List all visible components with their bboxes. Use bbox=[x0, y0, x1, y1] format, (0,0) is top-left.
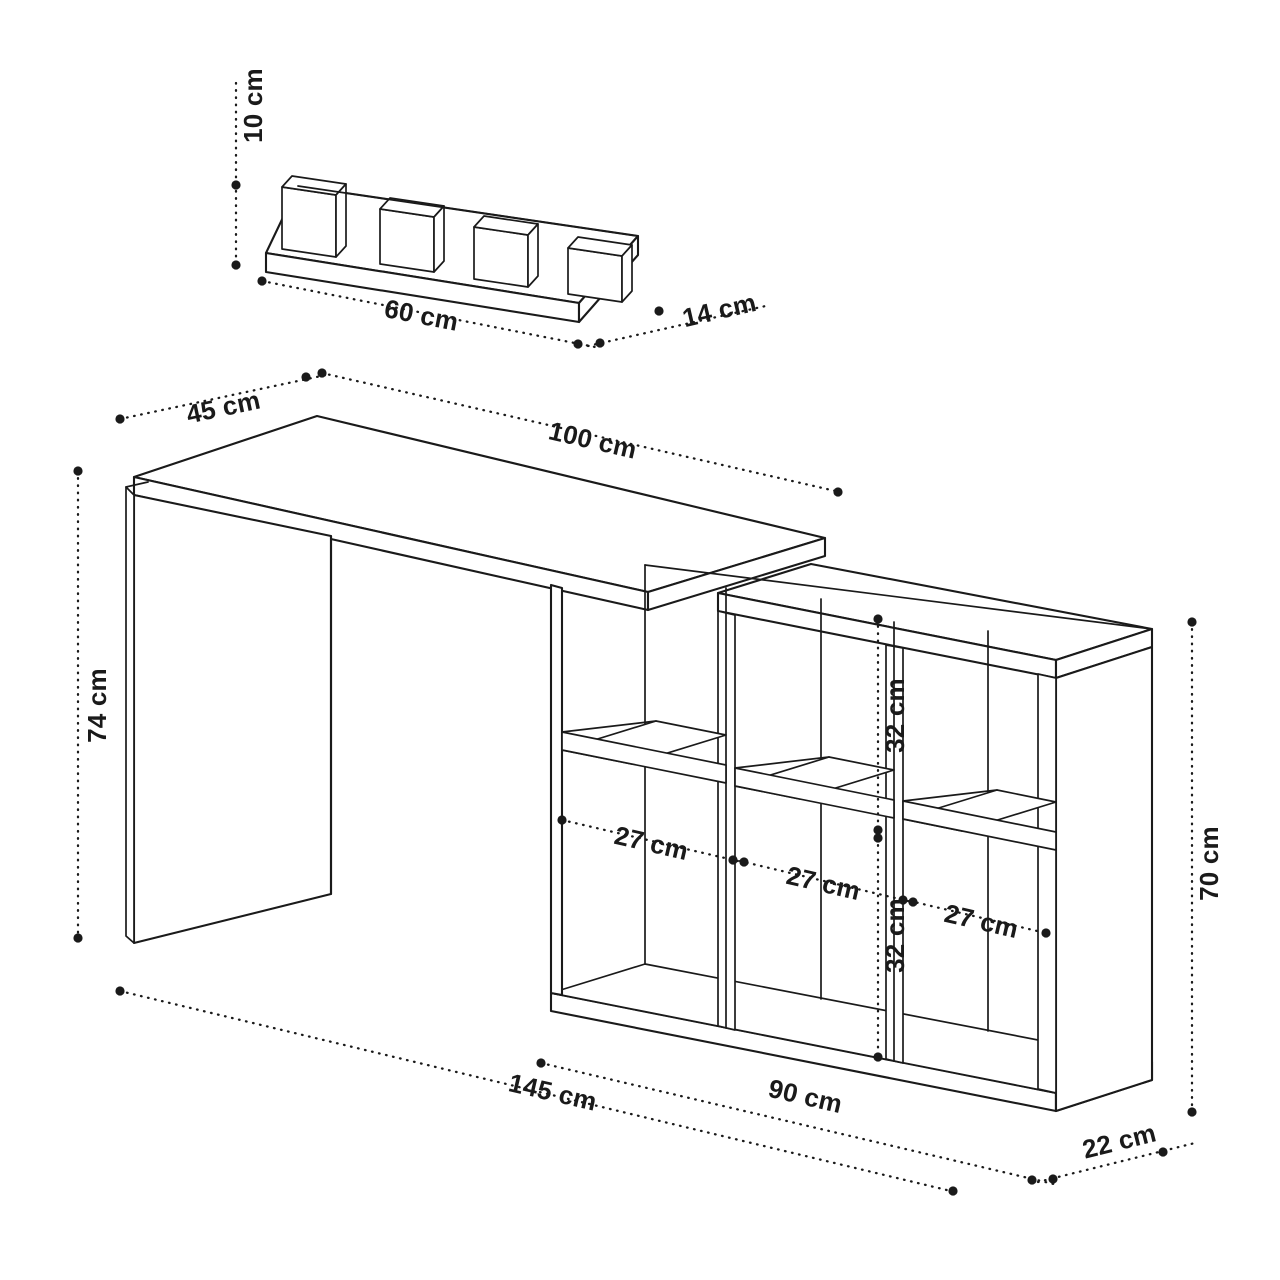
dimline-cubby-width-center bbox=[738, 859, 914, 904]
desk-side-panel-edge bbox=[125, 486, 135, 944]
desk-part bbox=[125, 414, 827, 945]
label-bookcase-height: 70 cm bbox=[1193, 826, 1224, 901]
dimdot-bookcase-width-right bbox=[1027, 1175, 1037, 1185]
dimdot-bookcase-width-left bbox=[536, 1058, 546, 1068]
bookcase-shelf-col1-edge bbox=[561, 731, 727, 784]
dimline-shelf-width bbox=[260, 279, 602, 350]
dimdot-desk-top-left bbox=[317, 368, 327, 378]
bookcase-shelf-col3-edge bbox=[902, 800, 1057, 851]
shelf-divider-3-face bbox=[473, 226, 529, 288]
dimdot-shelf-depth-right bbox=[654, 306, 664, 316]
desk-side-panel-outer bbox=[132, 493, 333, 945]
bookcase-shelf-col2-inner bbox=[734, 756, 830, 769]
label-cubby-upper-height: 32 cm bbox=[879, 678, 910, 753]
dimdot-cubby-left-a bbox=[557, 815, 567, 825]
bookcase-right-panel-inner-face bbox=[1037, 673, 1057, 1094]
dimline-shelf-depth bbox=[586, 303, 772, 348]
shelf-divider-1-side bbox=[335, 183, 347, 258]
bookcase-rear-top-line bbox=[644, 564, 1153, 630]
shelf-divider-4-face bbox=[567, 247, 623, 303]
dimension-lines-layer bbox=[73, 81, 1197, 1196]
shelf-divider-1-face bbox=[281, 186, 337, 258]
dimdot-cubby-center-a bbox=[739, 857, 749, 867]
dimdot-cubby-center-b bbox=[898, 895, 908, 905]
dimdot-cubby-right-b bbox=[1041, 928, 1051, 938]
dimdot-cubby-left-b bbox=[728, 855, 738, 865]
dimline-desk-depth bbox=[118, 373, 328, 421]
dimdot-desk-top-right bbox=[833, 487, 843, 497]
dimline-bookcase-depth bbox=[1036, 1141, 1197, 1184]
dimdot-cubby-lower-bottom bbox=[873, 1052, 883, 1062]
dimdot-total-length-right bbox=[948, 1186, 958, 1196]
dimdot-cubby-right-a bbox=[908, 897, 918, 907]
dimline-bookcase-width bbox=[539, 1061, 1060, 1187]
shelf-base-inner-edge bbox=[297, 185, 639, 237]
dimdot-shelf-height-bottom bbox=[231, 260, 241, 270]
dimdot-shelf-depth-left bbox=[595, 338, 605, 348]
dimdot-shelf-width-right bbox=[573, 339, 583, 349]
label-shelf-height: 10 cm bbox=[237, 68, 268, 143]
dimdot-bookcase-height-top bbox=[1187, 617, 1197, 627]
desk-side-panel-top-edge-line bbox=[125, 481, 149, 488]
bookcase-right-side-panel bbox=[1054, 645, 1154, 1113]
shelf-divider-4-side bbox=[621, 244, 633, 303]
bookcase-shelf-col2-edge bbox=[734, 767, 895, 819]
wall-shelf-part bbox=[264, 175, 640, 324]
dimdot-desk-depth-left bbox=[115, 414, 125, 424]
dimdot-total-length-left bbox=[115, 986, 125, 996]
dimdot-shelf-width-left bbox=[257, 276, 267, 286]
shelf-divider-3-side bbox=[527, 223, 539, 288]
bookcase-shelf-col3-inner bbox=[902, 789, 998, 802]
dimdot-desk-depth-right bbox=[301, 372, 311, 382]
dimdot-bookcase-depth-right bbox=[1158, 1147, 1168, 1157]
dimdot-bookcase-depth-left bbox=[1048, 1174, 1058, 1184]
dimdot-cubby-lower-top bbox=[873, 833, 883, 843]
shelf-divider-2-face bbox=[379, 208, 435, 273]
dimline-desk-top-length bbox=[320, 371, 842, 494]
dimdot-cubby-upper-bottom bbox=[873, 825, 883, 835]
dimdot-bookcase-height-bottom bbox=[1187, 1107, 1197, 1117]
dimline-cubby-width-right bbox=[908, 899, 1052, 936]
shelf-divider-2-side bbox=[433, 205, 445, 273]
dimdot-shelf-height-top bbox=[231, 180, 241, 190]
bookcase-shelf-col1-inner bbox=[561, 720, 657, 733]
dimdot-desk-height-top bbox=[73, 466, 83, 476]
label-desk-height: 74 cm bbox=[81, 668, 112, 743]
label-cubby-lower-height: 32 cm bbox=[879, 898, 910, 973]
dimdot-cubby-upper-top bbox=[873, 614, 883, 624]
dimdot-desk-height-bottom bbox=[73, 933, 83, 943]
bookcase-left-side-panel bbox=[549, 583, 564, 997]
dimline-total-length bbox=[118, 989, 957, 1194]
desk-top-right-edge bbox=[646, 536, 827, 612]
bookcase-part bbox=[549, 562, 1154, 1113]
